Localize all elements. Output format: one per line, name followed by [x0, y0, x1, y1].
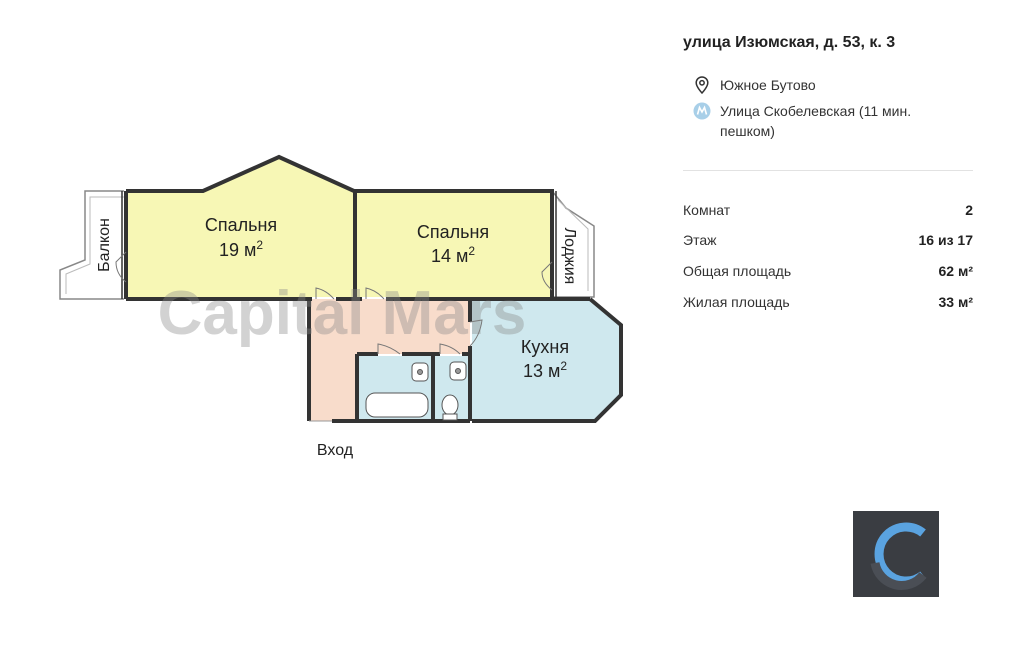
metro-row: Улица Скобелевская (11 мин. пешком): [692, 101, 911, 141]
bedroom-2-fill: [357, 191, 550, 297]
balcony-label: Балкон: [96, 218, 113, 272]
metro-station: Улица Скобелевская (11 мин. пешком): [720, 101, 911, 141]
stat-label: Жилая площадь: [683, 294, 790, 310]
district-name: Южное Бутово: [720, 77, 816, 93]
stat-label: Общая площадь: [683, 263, 792, 279]
bathtub: [365, 392, 429, 418]
kitchen-name: Кухня: [521, 337, 569, 357]
windows: [121, 191, 557, 299]
stat-value: 2: [965, 202, 973, 218]
bedroom-2-area: 14 м2: [431, 244, 475, 266]
metro-icon: [693, 102, 711, 120]
loggia-outline-inner: [557, 199, 589, 291]
stat-living-area: Жилая площадь 33 м²: [683, 292, 973, 312]
balcony-outline-inner: [65, 196, 124, 294]
divider: [683, 170, 973, 171]
watermark: Capital Mars: [158, 279, 527, 348]
logo-icon: [870, 522, 927, 590]
bedroom-1-area: 19 м2: [219, 238, 263, 260]
stat-label: Комнат: [683, 202, 731, 218]
kitchen-fill: [472, 299, 621, 421]
metro-station-line2: пешком): [720, 123, 775, 139]
stat-value: 33 м²: [938, 294, 973, 310]
address-title: улица Изюмская, д. 53, к. 3: [683, 34, 896, 51]
loggia-label: Лоджия: [561, 228, 578, 285]
metro-station-line1: Улица Скобелевская (11 мин.: [720, 103, 912, 119]
stat-label: Этаж: [683, 232, 717, 248]
stat-total-area: Общая площадь 62 м²: [683, 261, 973, 281]
capital-mars-logo: [853, 511, 939, 597]
bedroom-1-name: Спальня: [205, 215, 277, 235]
fixtures: [365, 361, 467, 421]
stat-floor: Этаж 16 из 17: [683, 230, 973, 250]
district-row: Южное Бутово: [692, 75, 816, 95]
stat-rooms: Комнат 2: [683, 200, 973, 220]
bedroom-2-name: Спальня: [417, 222, 489, 242]
balcony-outline: [59, 190, 124, 300]
stat-value: 16 из 17: [918, 232, 974, 248]
entrance-label: Вход: [317, 442, 354, 459]
doors: [115, 251, 553, 422]
hall-fill: [309, 299, 470, 421]
floor-plan: Спальня 19 м2 Спальня 14 м2 Кухня 13 м2 …: [59, 154, 623, 459]
map-pin-icon: [695, 76, 709, 95]
kitchen-area: 13 м2: [523, 359, 567, 381]
stat-value: 62 м²: [938, 263, 973, 279]
toilet-bowl: [441, 394, 459, 416]
